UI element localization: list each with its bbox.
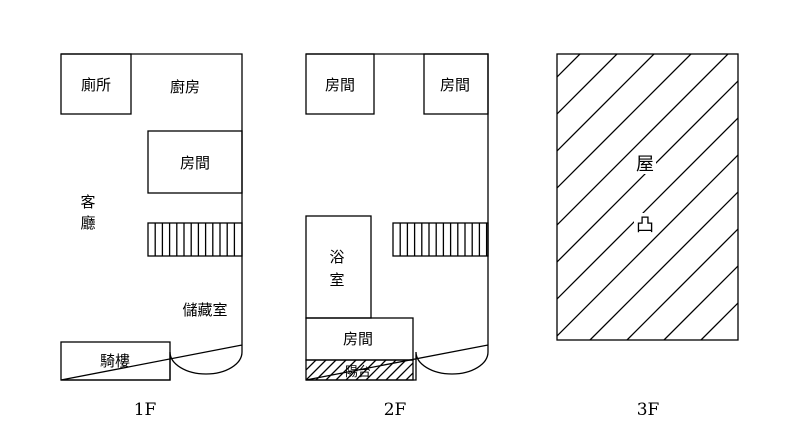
balcony-hatch-line [306,360,307,361]
toilet-room [60,53,132,115]
roof-hatch-line [557,154,738,337]
roof-hatch-line [257,40,557,340]
room-2f-left-label: 房間 [325,76,355,94]
storage-label: 儲藏室 [182,301,227,319]
roof-label-bottom: 凸 [636,215,654,236]
roof-hatch-line [775,40,800,340]
living-room-label-top: 客 [80,193,95,211]
balcony-hatch-line [345,360,367,380]
balcony-hatch-line [306,360,317,371]
balcony-hatch-line [385,360,407,380]
roof-hatch-line [737,339,738,340]
room-2f-left [305,53,375,115]
bathroom [305,215,372,319]
floor-3-outline [556,53,739,341]
roof-hatch-line [557,117,738,300]
floor-1-plan [60,53,243,381]
roof-hatch-line [557,54,692,189]
balcony-label: 陽台 [345,365,371,380]
balcony-hatch-line [325,360,347,380]
roof-hatch-line [557,54,618,115]
roof-label-top: 屋 [636,154,654,175]
balcony-hatch-line [416,360,436,380]
balcony-hatch-line [375,360,397,380]
floor-3-label: 3F [637,400,660,420]
room-1f [147,130,243,194]
room-1f-label: 房間 [180,154,210,172]
room-2f-right-label: 房間 [440,76,470,94]
floor-1-label: 1F [134,400,157,420]
room-2f-bottom-label: 房間 [343,330,373,348]
balcony-hatch-line [315,360,337,380]
roof-hatch-line [626,228,738,340]
roof-hatch-line [557,54,655,152]
roof-label-backdrop-top [634,152,656,174]
floor-2-plan [305,53,489,381]
staircase-2f [392,222,489,257]
balcony-hatch-line [335,360,357,380]
kitchen-label: 廚房 [170,78,200,96]
balcony-hatch-line [365,360,387,380]
arcade-room [60,341,171,381]
roof-hatch-line [700,302,738,340]
staircase-1f [147,222,243,257]
balcony-hatch-line [306,360,327,380]
balcony-hatch [306,360,436,380]
toilet-label: 廁所 [81,76,111,94]
bathroom-label-bottom: 室 [329,271,344,289]
balcony-hatch-line [395,362,413,380]
roof-hatch-line [557,80,738,263]
floor-3-plan [257,40,800,341]
balcony-hatch-line [405,372,413,380]
living-room-label-bottom: 廳 [80,214,95,232]
roof-hatch-line [557,54,729,226]
arcade-label: 騎樓 [100,352,130,370]
floor-2-outer-wall [305,53,489,381]
balcony-hatch-line [355,360,377,380]
floor-2-label: 2F [384,400,407,420]
room-2f-right [423,53,489,115]
roof-hatch [257,40,800,340]
roof-hatch-line [663,265,738,340]
bathroom-label-top: 浴 [329,248,344,266]
roof-label-backdrop-bottom [634,213,656,235]
roof-hatch-line [589,191,738,340]
